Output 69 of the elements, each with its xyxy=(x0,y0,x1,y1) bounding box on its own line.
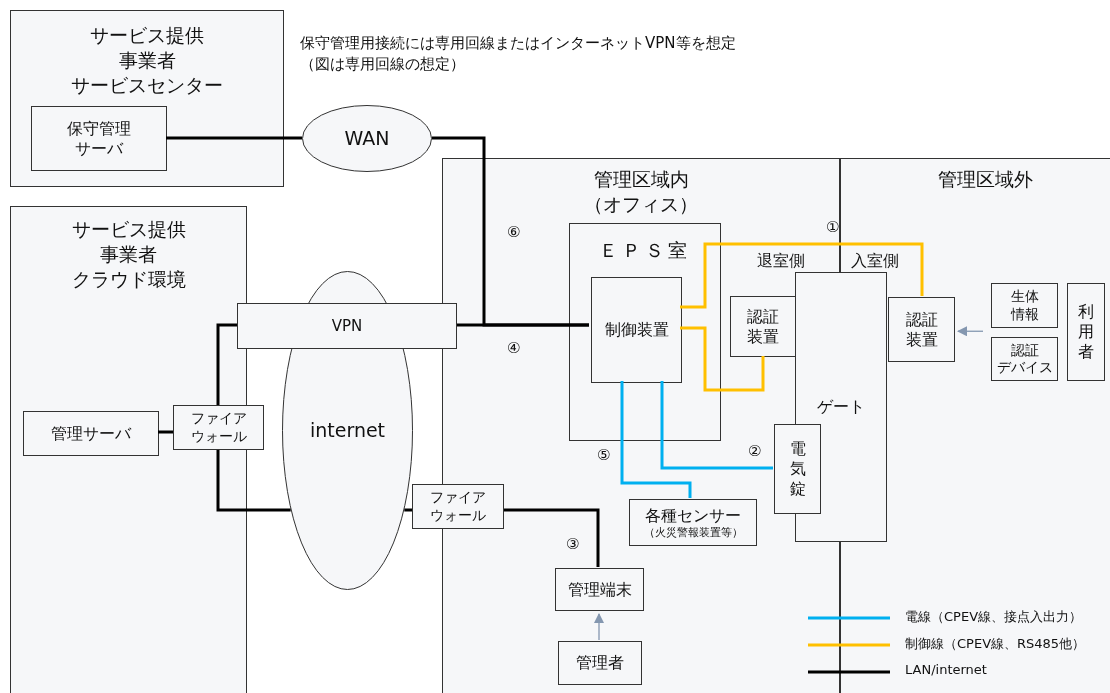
connector-line xyxy=(457,323,589,327)
box-label: 管理端末 xyxy=(567,579,632,600)
callout-number: ③ xyxy=(566,535,580,553)
info-box xyxy=(991,283,1058,328)
note-text: 保守管理用接続には専用回線またはインターネットVPN等を想定 xyxy=(300,34,736,53)
box-label: 生体情報 xyxy=(1010,288,1039,323)
note-text: （図は専用回線の想定） xyxy=(300,55,465,74)
connector-line xyxy=(504,508,600,567)
legend-label: 電線（CPEV線、接点入出力） xyxy=(905,608,1083,626)
sensor-box xyxy=(629,499,757,546)
legend-label: LAN/internet xyxy=(905,662,987,677)
box-label: 管理サーバ xyxy=(51,423,131,444)
callout-number: ① xyxy=(826,218,840,236)
box-note: （火災警報装置等） xyxy=(643,525,743,540)
box-label: 利用者 xyxy=(1078,302,1094,362)
cloud-zone xyxy=(10,206,247,693)
box-label: 各種センサー xyxy=(645,505,741,526)
box-label: 電気錠 xyxy=(789,439,806,499)
callout-number: ② xyxy=(748,442,762,460)
terminal-box xyxy=(555,568,644,611)
firewall-box xyxy=(173,405,264,450)
side-label: 退室側 xyxy=(757,251,805,272)
connector-line xyxy=(216,450,291,512)
firewall-box xyxy=(412,484,504,529)
box-label: VPN xyxy=(331,316,363,336)
connector-line xyxy=(166,136,302,140)
zone-heading: 管理区域内（オフィス） xyxy=(583,167,699,218)
connector-line xyxy=(660,381,773,470)
server-box xyxy=(31,106,167,171)
box-label: WAN xyxy=(344,126,390,151)
user-box xyxy=(1067,283,1105,381)
box-label: 管理者 xyxy=(576,653,624,673)
reader-box xyxy=(888,297,955,362)
room-box xyxy=(569,223,721,441)
connector-line xyxy=(158,430,173,434)
vpn-box xyxy=(237,303,457,349)
arrow xyxy=(956,326,984,337)
callout-number: ⑤ xyxy=(597,446,611,464)
box-label: 制御装置 xyxy=(604,320,669,340)
lock-box xyxy=(774,424,821,514)
arrow xyxy=(593,612,605,641)
connector-line xyxy=(680,326,765,392)
connector-line xyxy=(216,323,237,405)
connector-line xyxy=(680,242,924,309)
reader-box xyxy=(730,296,796,357)
zone-heading: 管理区域外 xyxy=(936,167,1034,192)
center-box xyxy=(10,10,284,187)
zone-box xyxy=(840,158,1110,693)
box-label: internet xyxy=(309,418,386,443)
box-label: ファイアウォール xyxy=(190,410,247,445)
side-label: 入室側 xyxy=(851,251,899,272)
server-box xyxy=(23,411,159,456)
callout-number: ⑥ xyxy=(507,223,521,241)
zone-heading: ＥＰＳ室 xyxy=(598,238,692,263)
connector-line xyxy=(404,508,412,512)
legend-label: 制御線（CPEV線、RS485他） xyxy=(905,635,1086,653)
zone-heading: サービス提供事業者サービスセンター xyxy=(70,23,224,99)
zone-heading: サービス提供事業者クラウド環境 xyxy=(70,217,187,293)
box-label: ファイアウォール xyxy=(430,489,486,524)
box-label: 保守管理サーバ xyxy=(67,118,131,159)
box-label: ゲート xyxy=(817,397,865,417)
zone-box xyxy=(442,158,840,693)
person-box xyxy=(558,641,642,685)
controller-box xyxy=(591,277,682,383)
callout-number: ④ xyxy=(507,339,521,357)
connector-line xyxy=(620,381,692,498)
box-label: 認証装置 xyxy=(905,309,938,350)
box-label: 認証デバイス xyxy=(996,341,1053,377)
box-label: 認証装置 xyxy=(747,306,779,347)
